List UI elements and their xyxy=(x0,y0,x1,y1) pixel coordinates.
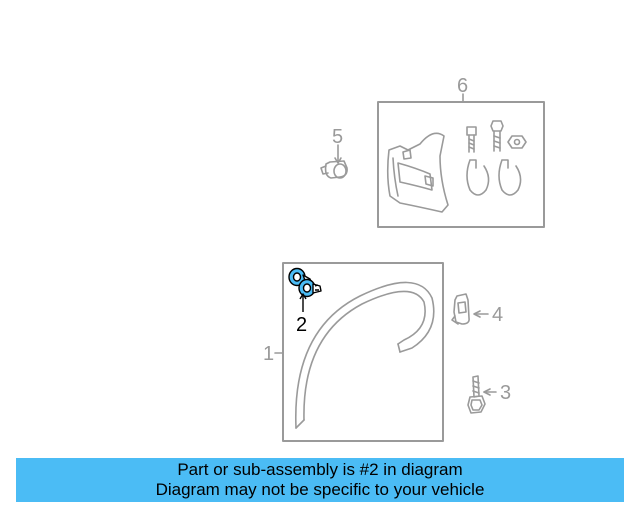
info-banner: Part or sub-assembly is #2 in diagram Di… xyxy=(16,458,624,502)
banner-line-part: Part or sub-assembly is #2 in diagram xyxy=(177,460,463,479)
callout-3: 3 xyxy=(500,382,511,404)
part-2-retainer-clips xyxy=(288,267,322,312)
callout-4: 4 xyxy=(492,304,503,326)
part-2-clip-lower xyxy=(298,278,322,298)
callout-1: 1 xyxy=(263,343,274,365)
banner-line-disclaimer: Diagram may not be specific to your vehi… xyxy=(155,480,485,499)
part-5-push-clip xyxy=(320,144,348,179)
part-6-mudflap-kit xyxy=(377,93,545,228)
callout-5: 5 xyxy=(332,126,343,148)
callout-2: 2 xyxy=(296,314,307,336)
callout-6: 6 xyxy=(457,75,468,97)
part-4-clip-nut xyxy=(451,293,489,325)
part-3-screw xyxy=(467,375,497,414)
part-2-clip-upper xyxy=(288,267,313,287)
part-1-fender-flare xyxy=(274,262,444,442)
